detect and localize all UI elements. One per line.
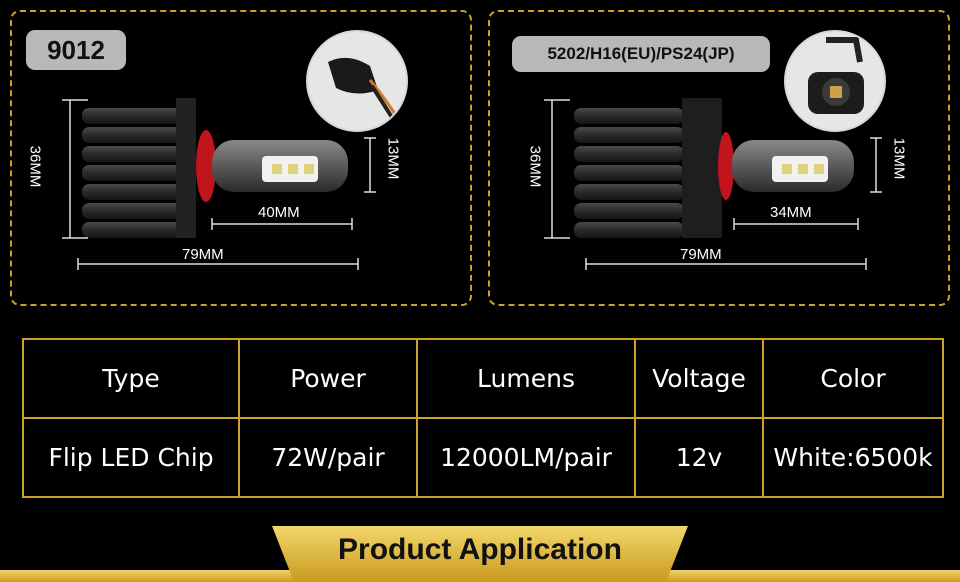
product-panel-9012 [10,10,472,306]
product-panel-5202 [488,10,950,306]
connector-inset-5202 [784,30,886,132]
dim-side-label: 13MM [890,137,908,180]
header-lumens: Lumens [416,338,636,419]
header-type: Type [22,338,240,419]
dim-height-label: 36MM [526,145,544,188]
dimension-lines-left [62,99,376,270]
header-power: Power [238,338,418,419]
connector-plug-icon [808,37,864,114]
table-header-row: Type Power Lumens Voltage Color [22,338,944,419]
table-row: Flip LED Chip 72W/pair 12000LM/pair 12v … [22,417,944,498]
dim-side-label: 13MM [384,137,402,180]
value-type: Flip LED Chip [22,417,240,498]
bulb-illustrations [62,98,882,270]
bulb-5202-image [574,98,854,238]
value-power: 72W/pair [238,417,418,498]
product-application-banner: Product Application [0,526,960,582]
dim-total-label: 79MM [680,246,722,263]
specs-table: Type Power Lumens Voltage Color Flip LED… [22,338,944,498]
value-color: White:6500k [762,417,944,498]
value-voltage: 12v [634,417,764,498]
dim-total-label: 79MM [182,246,224,263]
banner-title: Product Application [338,533,622,566]
header-color: Color [762,338,944,419]
dim-height-label: 36MM [26,145,44,188]
dimension-lines-right [544,99,882,270]
dim-short-label: 34MM [770,204,812,221]
model-badge-9012: 9012 [26,30,126,70]
connector-inset-9012 [306,30,408,132]
model-badge-5202: 5202/H16(EU)/PS24(JP) [512,36,770,72]
header-voltage: Voltage [634,338,764,419]
heatsink-fins [82,108,192,238]
dim-short-label: 40MM [258,204,300,221]
banner-shape [0,526,960,582]
bulb-9012-image [82,98,348,238]
value-lumens: 12000LM/pair [416,417,636,498]
connector-plug-icon [328,57,406,130]
